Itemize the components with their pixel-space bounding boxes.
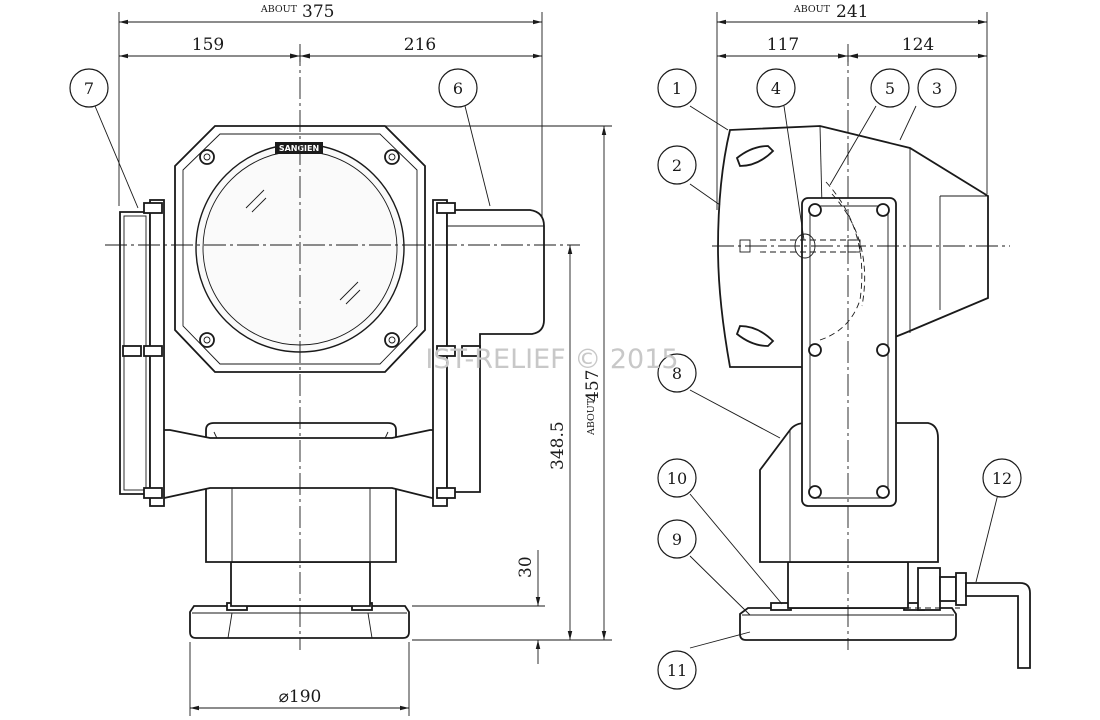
svg-text:11: 11	[667, 661, 687, 680]
dim-base-thickness: 30	[516, 556, 536, 578]
svg-text:7: 7	[84, 79, 94, 98]
front-housing-screws	[199, 149, 400, 348]
dim-side-overall-qualifier: ABOUT	[793, 4, 831, 15]
svg-text:2: 2	[672, 156, 682, 175]
front-motor-housing	[446, 209, 545, 493]
dim-side-left: 117	[767, 35, 799, 55]
svg-text:9: 9	[672, 530, 682, 549]
side-yoke-bolts	[808, 203, 890, 499]
side-vent-top	[735, 145, 775, 167]
watermark: IST-RELIEF © 2015	[425, 344, 678, 375]
svg-text:12: 12	[992, 469, 1012, 488]
callout-7: 7	[69, 68, 109, 108]
callout-11: 11	[657, 650, 697, 690]
svg-text:3: 3	[932, 79, 942, 98]
side-cable-gland	[917, 567, 1031, 669]
dim-front-left: 159	[192, 35, 224, 55]
callout-5: 5	[870, 68, 910, 108]
side-vent-bottom	[735, 325, 775, 347]
svg-text:10: 10	[667, 469, 687, 488]
side-view	[712, 44, 1031, 669]
callouts: 7 6 1 4 5 3 2 8 10 9 11 12	[69, 68, 1022, 690]
callout-10: 10	[657, 458, 697, 498]
dimensions: ABOUT 375 159 216 ABOUT 241 117 124 ABOU…	[118, 2, 988, 716]
callout-8: 8	[657, 353, 697, 393]
callout-4: 4	[756, 68, 796, 108]
front-yoke-bolts	[122, 202, 481, 499]
svg-text:6: 6	[453, 79, 463, 98]
logo-text: SANGIEN	[279, 144, 319, 153]
svg-text:4: 4	[771, 79, 781, 98]
svg-text:8: 8	[672, 364, 682, 383]
dim-side-right: 124	[902, 35, 934, 55]
dim-side-overall-value: 241	[836, 2, 868, 22]
dim-front-overall-value: 375	[302, 2, 334, 22]
side-yoke-plate	[801, 197, 897, 507]
front-base-plate	[189, 605, 410, 639]
svg-text:1: 1	[672, 79, 682, 98]
dim-height-center-value: 348.5	[548, 421, 568, 470]
callout-1: 1	[657, 68, 697, 108]
callout-12: 12	[982, 458, 1022, 498]
callout-2: 2	[657, 145, 697, 185]
front-pedestal	[230, 561, 371, 607]
dim-base-diameter-value: ⌀190	[279, 687, 322, 707]
callout-6: 6	[438, 68, 478, 108]
callout-9: 9	[657, 519, 697, 559]
callout-3: 3	[917, 68, 957, 108]
dim-height-total-qualifier: ABOUT	[586, 398, 597, 436]
front-logo-plate: SANGIEN	[275, 142, 323, 154]
dim-height-total-value: 457	[583, 370, 603, 402]
dim-front-overall-qualifier: ABOUT	[260, 4, 298, 15]
dim-front-right: 216	[404, 35, 436, 55]
front-view: SANGIEN	[105, 44, 580, 650]
svg-text:5: 5	[885, 79, 895, 98]
